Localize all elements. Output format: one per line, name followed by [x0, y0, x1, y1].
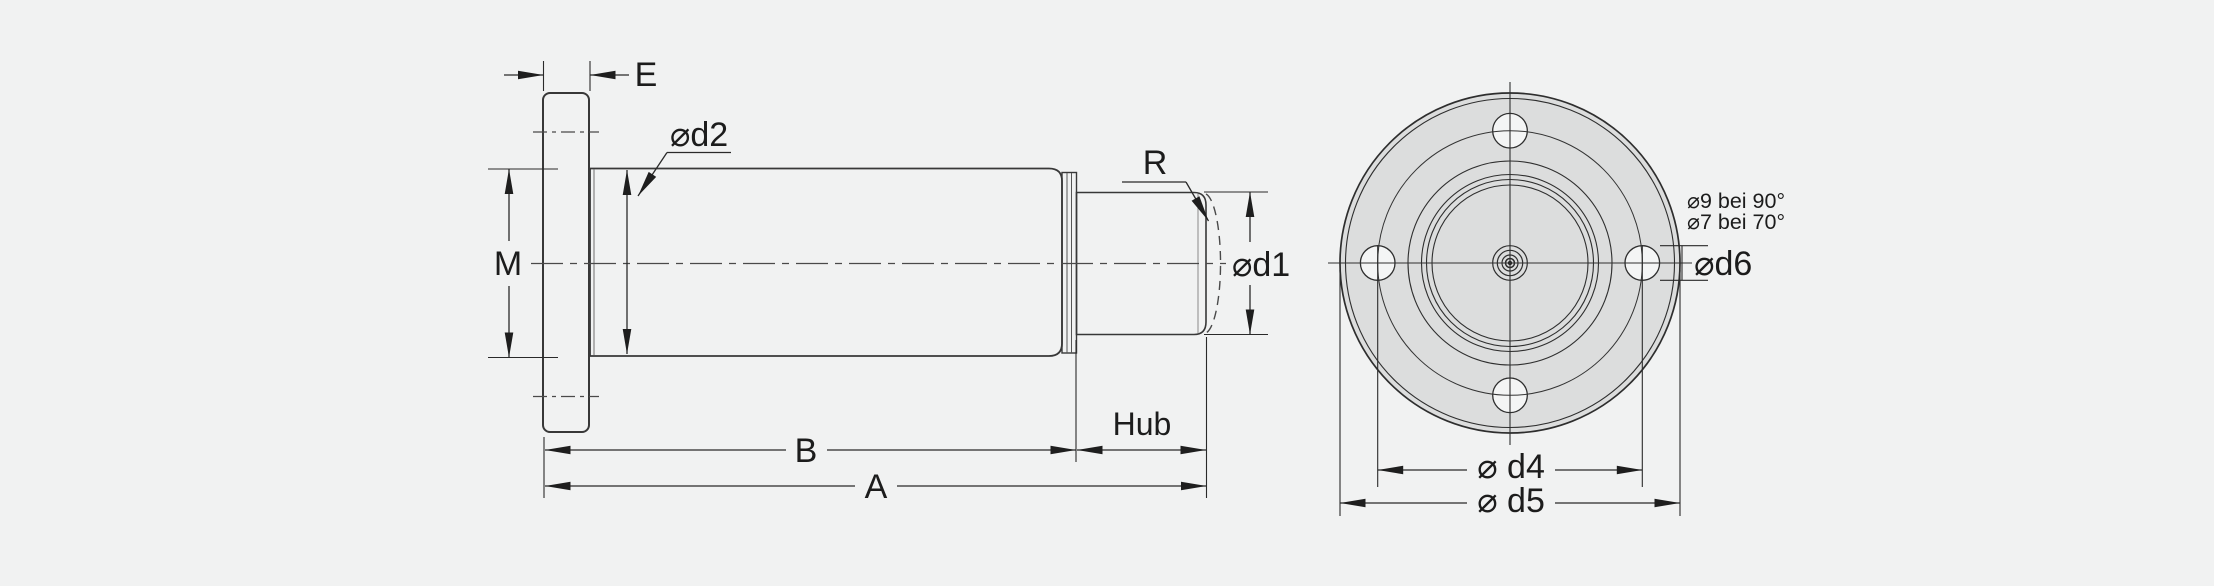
label-Hub: Hub: [1113, 406, 1172, 442]
end-collar: [1061, 171, 1078, 354]
hole-note-line2: ⌀7 bei 70°: [1687, 210, 1785, 234]
label-M: M: [494, 245, 522, 283]
label-d4: ⌀ d4: [1477, 448, 1545, 486]
dim-Hub: Hub: [1077, 406, 1206, 455]
front-view-dimensions: ⌀d6 ⌀9 bei 90° ⌀7 bei 70° ⌀ d4 ⌀ d5: [1339, 189, 1785, 520]
cylinder-body: [589, 167, 1063, 357]
label-E: E: [635, 56, 658, 94]
dim-d5: ⌀ d5: [1339, 270, 1681, 520]
dim-B: B: [543, 340, 1077, 498]
label-R: R: [1143, 144, 1168, 182]
mounting-flange: [542, 92, 590, 433]
piston-rod: [1075, 191, 1207, 336]
front-view: [1328, 82, 1692, 445]
dim-M: M: [488, 168, 558, 359]
label-d6: ⌀d6: [1694, 245, 1752, 283]
label-d2: ⌀d2: [670, 116, 728, 154]
dim-R: R: [1122, 144, 1210, 222]
hole-note-line1: ⌀9 bei 90°: [1687, 189, 1785, 213]
side-view-dimensions: E M ⌀d2 R: [488, 56, 1290, 506]
dim-A: A: [545, 337, 1208, 506]
side-view: [531, 92, 1226, 433]
dim-d6: ⌀d6: [1660, 245, 1752, 283]
label-d5: ⌀ d5: [1477, 482, 1545, 520]
label-d1: ⌀d1: [1232, 246, 1290, 284]
label-B: B: [795, 432, 818, 470]
label-A: A: [865, 468, 888, 506]
dim-E: E: [504, 56, 657, 94]
dim-d2: ⌀d2: [622, 116, 731, 354]
dim-d4: ⌀ d4: [1377, 246, 1643, 487]
dim-d1: ⌀d1: [1204, 191, 1290, 336]
